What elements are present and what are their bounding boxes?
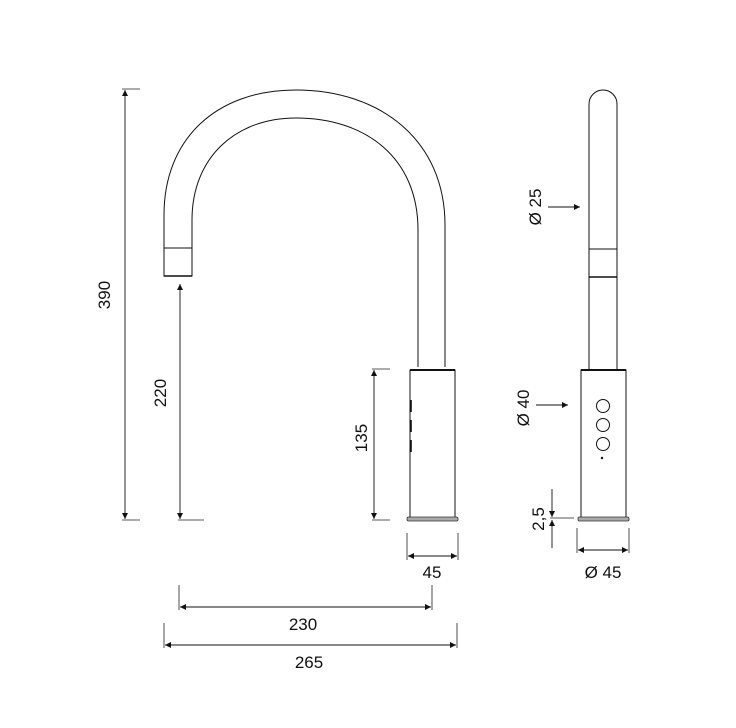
- indicator-dot: [600, 456, 604, 460]
- spout-tube: [588, 89, 618, 249]
- dim-label-base-45: Ø 45: [585, 563, 622, 582]
- dim-label-230: 230: [289, 615, 317, 634]
- dim-label-135: 135: [352, 424, 371, 452]
- spout-tip: [163, 247, 193, 277]
- body-front: [580, 369, 627, 519]
- dim-label-2-5: 2,5: [529, 507, 548, 531]
- spout-tip-front: [588, 248, 618, 278]
- body: [409, 369, 456, 519]
- control-button-2: [596, 418, 610, 432]
- dim-label-265: 265: [295, 653, 323, 672]
- control-button-3: [596, 437, 610, 451]
- dim-label-45: 45: [423, 563, 442, 582]
- spout-outer-outline: [163, 89, 446, 367]
- side-view: 390 220 135 45 230 265: [95, 88, 459, 672]
- dim-label-220: 220: [151, 379, 170, 407]
- control-button-1: [596, 399, 610, 413]
- base-plate: [406, 516, 459, 522]
- dim-label-25: Ø 25: [526, 189, 545, 226]
- spout-inner-outline: [191, 117, 419, 367]
- dim-label-390: 390: [95, 281, 114, 309]
- front-view: Ø 25 Ø 40 2,5 Ø 45: [514, 89, 630, 582]
- base-plate-front: [577, 516, 630, 522]
- dim-label-40: Ø 40: [514, 390, 533, 427]
